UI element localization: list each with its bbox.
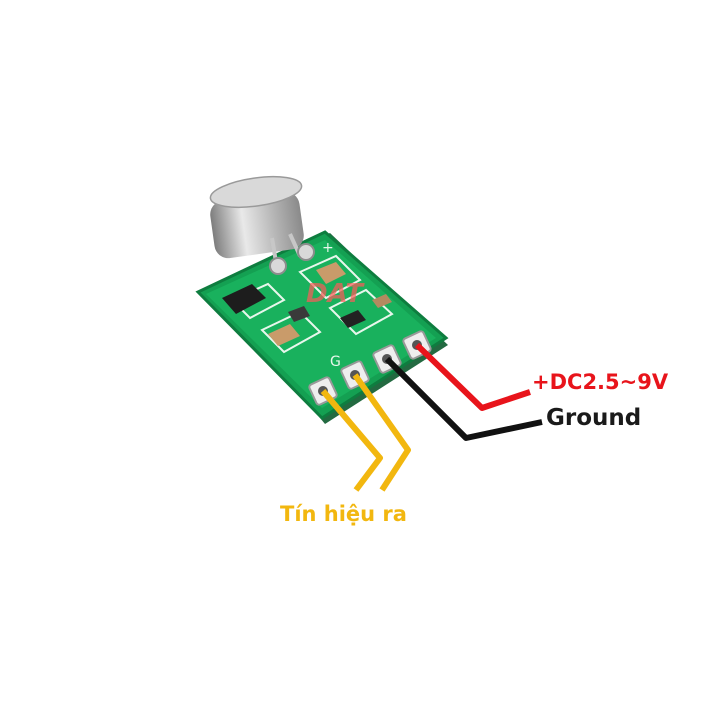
power-label: +DC2.5~9V [532,370,669,394]
signal-output-label: Tín hiệu ra [280,502,407,526]
watermark-logo: DAT [306,279,365,309]
power-wire [414,342,531,411]
electret-microphone [209,175,315,275]
ground-pin-marking: G [330,354,341,370]
ground-label: Ground [546,405,642,431]
smd-resistor [288,294,392,328]
plus-marking: + [322,240,334,256]
signal-wire [320,373,411,492]
smd-transistor [222,284,266,314]
smd-capacitor [268,262,346,346]
ground-wire [384,356,543,441]
